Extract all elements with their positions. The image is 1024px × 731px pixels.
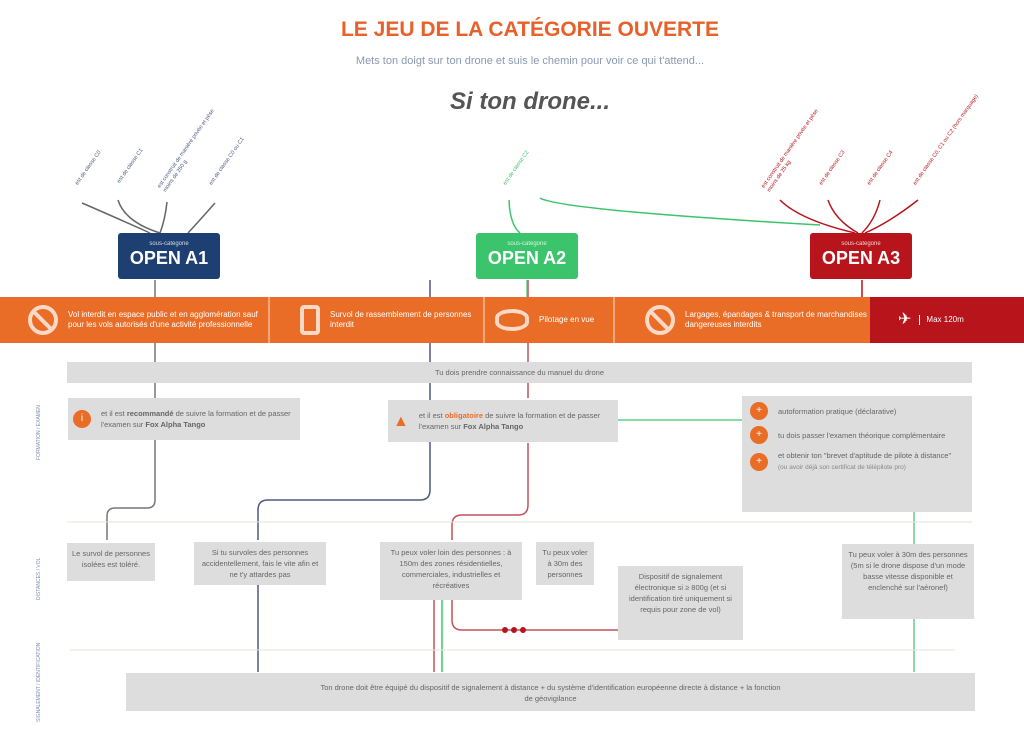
rule-max-height: Max 120m (919, 315, 964, 325)
signal-device-box: Dispositif de signalement électronique s… (618, 566, 743, 640)
page-title: LE JEU DE LA CATÉGORIE OUVERTE (340, 18, 720, 41)
info-icon: i (73, 410, 91, 428)
distance-a1-accidental: Si tu survoles des personnes accidentell… (194, 542, 326, 585)
rules-band: Vol interdit en espace public et en aggl… (0, 297, 1024, 343)
prohibited-icon (28, 305, 58, 335)
a2-extra-box: +autoformation pratique (déclarative) +t… (742, 396, 972, 512)
rule-crowd: Survol de rassemblement de personnes int… (330, 310, 472, 329)
eye-icon (495, 309, 529, 331)
rule-public-space: Vol interdit en espace public et en aggl… (68, 310, 258, 329)
rule-visual: Pilotage en vue (539, 315, 595, 324)
distance-a3-30m: Tu peux voler à 30m des personnes (5m si… (842, 544, 974, 619)
crowd-icon (300, 305, 320, 335)
prohibited-icon (645, 305, 675, 335)
rule-dropping: Largages, épandages & transport de march… (685, 310, 867, 329)
manual-bar: Tu dois prendre connaissance du manuel d… (67, 362, 972, 383)
row-label-distances: DISTANCES / VOL (36, 557, 42, 600)
plus-icon: + (750, 452, 768, 471)
distance-a1-isolated: Le survol de personnes isolées est tolér… (67, 543, 155, 581)
drone-icon: ✈ (898, 311, 912, 328)
subtitle: Mets ton doigt sur ton drone et suis le … (355, 55, 705, 67)
plus-icon: + (750, 426, 768, 444)
row-label-signal: SIGNALEMENT / IDENTIFICATION (36, 642, 42, 722)
signal-requirement-box: Ton drone doit être équipé du dispositif… (126, 673, 975, 711)
row-label-training: FORMATION / EXAMEN (36, 405, 42, 460)
warning-icon: ▲ (393, 412, 409, 430)
lead-text: Si ton drone... (450, 88, 610, 115)
distance-a2-30m: Tu peux voler à 30m des personnes (536, 542, 594, 585)
distance-a2-150m: Tu peux voler loin des personnes : à 150… (380, 542, 522, 600)
plus-icon: + (750, 402, 768, 420)
a2-training-box: ▲ et il est obligatoire de suivre la for… (388, 400, 618, 442)
a1-training-box: i et il est recommandé de suivre la form… (68, 398, 300, 440)
